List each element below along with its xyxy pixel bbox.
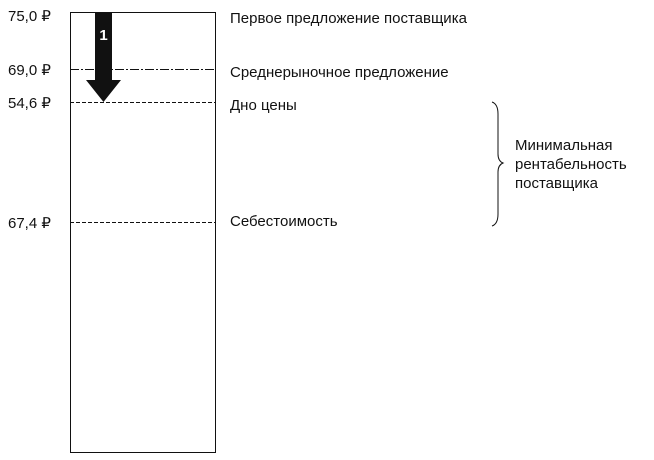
price-label: 54,6 ₽ — [8, 95, 51, 112]
brace-label-line: поставщика — [515, 175, 599, 192]
brace-label-line: рентабельность — [515, 156, 627, 173]
level-label: Дно цены — [230, 97, 297, 114]
brace-label-line: Минимальная — [515, 137, 613, 154]
price-label: 69,0 ₽ — [8, 62, 51, 79]
price-bar — [70, 12, 216, 453]
price-label: 67,4 ₽ — [8, 215, 51, 232]
curly-brace-icon — [491, 101, 505, 227]
arrow-number: 1 — [99, 27, 107, 44]
down-arrow-icon: 1 — [86, 12, 121, 102]
level-label: Среднерыночное предложение — [230, 64, 449, 81]
level-label: Себестоимость — [230, 213, 338, 230]
level-label: Первое предложение поставщика — [230, 10, 468, 27]
price-label: 75,0 ₽ — [8, 8, 51, 25]
